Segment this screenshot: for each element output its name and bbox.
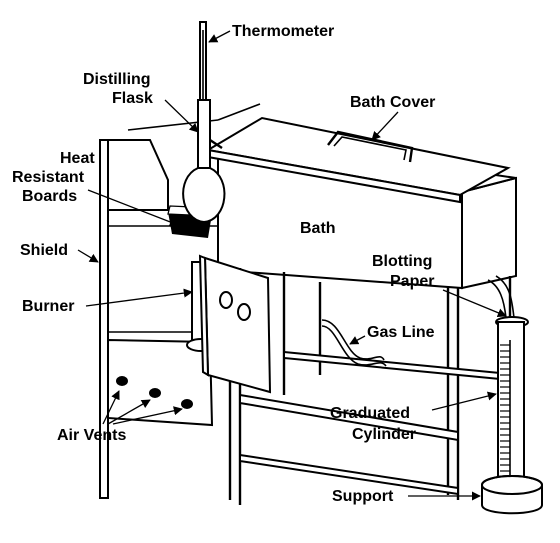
label-thermometer: Thermometer bbox=[232, 23, 334, 40]
label-graduated-cylinder-line1: Graduated bbox=[330, 405, 410, 422]
label-distilling-flask-line1: Distilling bbox=[83, 71, 151, 88]
label-bath-cover: Bath Cover bbox=[350, 94, 435, 111]
label-graduated-cylinder-line2: Cylinder bbox=[352, 426, 416, 443]
label-blotting-paper-line2: Paper bbox=[390, 273, 434, 290]
label-shield: Shield bbox=[20, 242, 68, 259]
label-heat-resistant-line2: Resistant bbox=[12, 169, 85, 186]
condenser-tube bbox=[487, 275, 529, 328]
graduated-cylinder bbox=[497, 321, 525, 483]
label-burner: Burner bbox=[22, 298, 74, 315]
label-blotting-paper-line1: Blotting bbox=[372, 253, 432, 270]
label-heat-resistant-line3: Boards bbox=[22, 188, 77, 205]
distilling-flask bbox=[182, 99, 226, 224]
cylinder-support bbox=[481, 475, 543, 515]
frame-support bbox=[228, 266, 512, 505]
label-heat-resistant-line1: Heat bbox=[60, 150, 95, 167]
shield-door bbox=[198, 254, 272, 394]
label-gas-line: Gas Line bbox=[367, 324, 435, 341]
label-support: Support bbox=[332, 488, 394, 505]
label-air-vents: Air Vents bbox=[57, 427, 126, 444]
air-vents bbox=[116, 376, 193, 409]
label-bath: Bath bbox=[300, 220, 336, 237]
gas-line bbox=[321, 319, 387, 367]
label-distilling-flask-line2: Flask bbox=[112, 90, 153, 107]
